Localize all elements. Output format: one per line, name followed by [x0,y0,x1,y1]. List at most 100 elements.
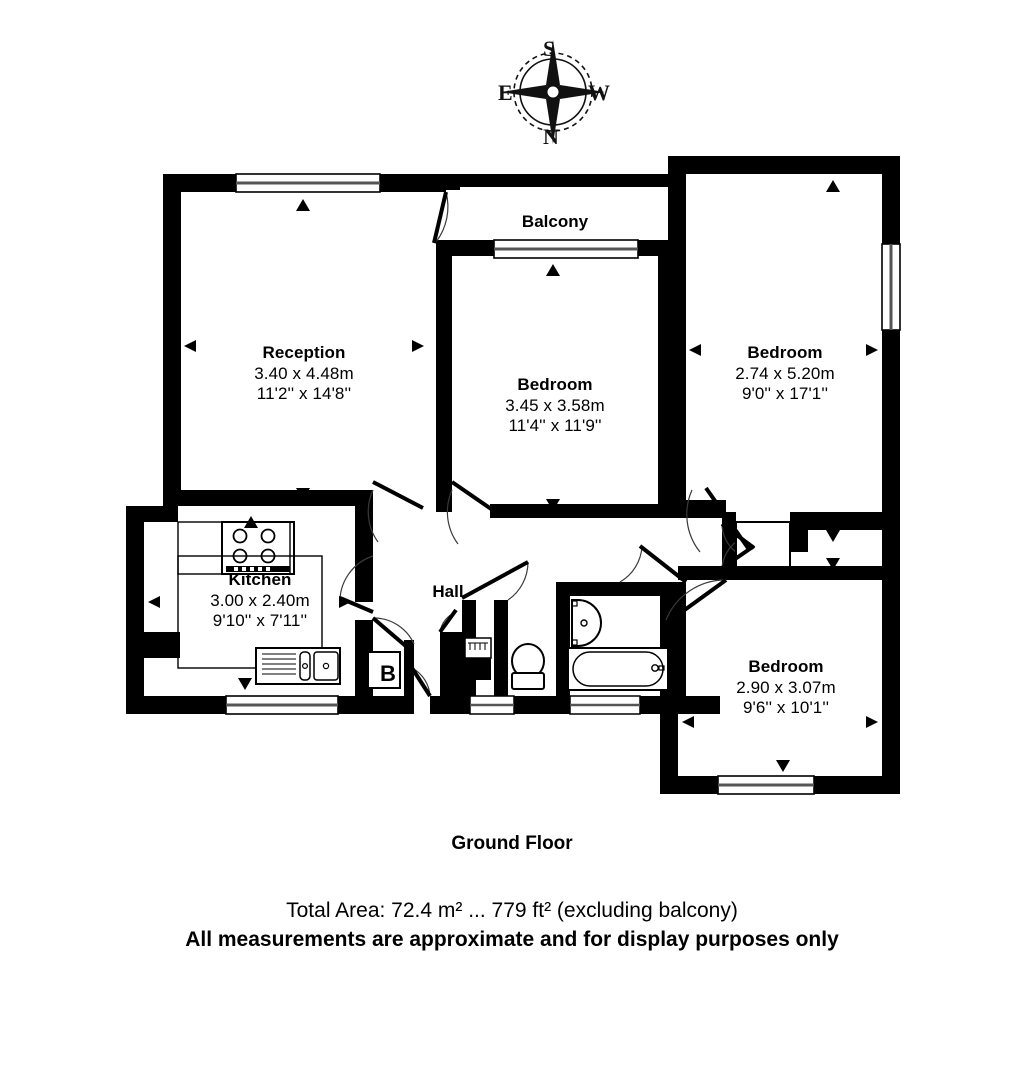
fixtures-group [177,521,791,691]
dim-arrow-brc-top [546,264,560,276]
wall-br3-right [882,530,900,794]
door-leaf-reception-hall [372,480,424,510]
wall-br3-bottom-left2 [660,776,722,794]
door-leaf-wc [461,560,529,600]
room-dim-metric-bedroom-top-right: 2.74 x 5.20m [735,363,835,383]
room-dim-imperial-bedroom-top-right: 9'0'' x 17'1'' [741,384,829,404]
room-label-kitchen: Kitchen 3.00 x 2.40m 9'10'' x 7'11'' [160,570,360,632]
wall-brc-left [436,240,452,512]
window-wc-bottom [469,695,515,715]
boiler-label: B [380,661,396,686]
wall-kitchen-topnub [126,506,178,522]
wall-br3-left-lower [660,696,678,792]
room-label-bedroom-center: Bedroom 3.45 x 3.58m 11'4'' x 11'9'' [455,375,655,437]
door-leaf-entry [371,616,410,650]
window-bedroom-bottomright-bottom [717,775,815,795]
room-dim-metric-kitchen: 3.00 x 2.40m [210,590,310,610]
door-arc-bathroom [619,545,643,583]
bathtub-icon [567,647,669,691]
wall-bath-left [556,582,570,696]
dim-arrow-kitchen-left [148,596,160,608]
dim-arrow-br3-left [682,716,694,728]
window-bedroom-center-top [493,239,639,259]
dim-arrow-brc-right [660,376,672,388]
dim-arrow-reception-left [184,340,196,352]
compass-label-top: S [543,36,556,61]
door-leaf-bathroom [638,544,688,584]
wall-br1-bottom-left [668,500,726,518]
cooker-hob-icon [221,521,295,575]
compass-label-bottom: N [543,124,559,149]
kitchen-counter-top [177,521,291,575]
dimension-arrows-group [148,180,878,772]
wall-reception-top-left [163,174,238,192]
floor-title: Ground Floor [451,833,573,854]
toilet-icon [511,643,545,690]
door-leaf-hall-front [410,666,432,698]
door-leaf-cupboard-upper [720,522,756,550]
room-name-bedroom-top-right: Bedroom [747,343,823,362]
door-arc-bedroom-bottomright [665,579,727,621]
wall-kitchen-right-upper [355,506,373,602]
wall-br1-top [668,156,900,174]
window-kitchen-bottom [225,695,339,715]
room-dim-metric-bedroom-bottom-right: 2.90 x 3.07m [736,677,836,697]
compass-hub [545,84,561,100]
door-arc-reception-hall [367,489,379,543]
wall-reception-bottom [163,490,373,506]
wall-hall-divider [404,640,414,714]
dim-arrow-br1-bottom2 [826,558,840,570]
window-reception-top [235,173,381,193]
dim-arrow-reception-right [412,340,424,352]
door-arc-bedroom-topright [686,489,701,553]
dim-arrow-br1-top [826,180,840,192]
washbasin-icon [571,598,602,648]
door-leaf-consumer-unit [438,608,458,634]
wall-br3-top-left [678,566,726,580]
door-leaf-reception-top [432,191,448,244]
window-bathroom-bottom [569,695,641,715]
windows-group [225,173,901,795]
room-dim-imperial-bedroom-center: 11'4'' x 11'9'' [508,416,602,436]
dim-arrow-kitchen-bottom [238,678,252,690]
room-dim-imperial-kitchen: 9'10'' x 7'11'' [212,611,308,631]
dim-arrow-br3-bottom [776,760,790,772]
wall-bath-top [556,582,686,596]
wall-cupboard-right [790,512,808,552]
wall-wc-outer-nub [440,632,466,696]
total-area-text: Total Area: 72.4 m² ... 779 ft² (excludi… [286,899,738,922]
dim-arrow-reception-top [296,199,310,211]
wall-wc-right [494,600,508,696]
door-leaf-bedroom-bottomright [666,578,728,624]
door-arc-bedroom-center [446,489,459,545]
kitchen-sink-icon [255,647,341,685]
room-name-bedroom-center: Bedroom [517,375,593,394]
area-label-balcony: Balcony [521,212,589,231]
compass-star [501,40,605,144]
room-label-bedroom-bottom-right: Bedroom 2.90 x 3.07m 9'6'' x 10'1'' [696,657,876,719]
dim-arrow-br1-bottom [826,530,840,542]
room-label-reception: Reception 3.40 x 4.48m 11'2'' x 14'8'' [204,343,404,405]
boiler-box [367,651,401,689]
door-leaf-cupboard-lower [720,544,756,570]
wall-kitchen-left-nub [144,632,180,658]
wall-kitchen-left [126,506,144,714]
wall-brc-bottom [490,504,674,518]
wall-br1-bottom-right [790,512,900,530]
door-arc-wc [507,561,529,601]
compass-label-right: W [588,80,610,105]
kitchen-counter-block [177,555,323,669]
dim-arrow-kitchen-top [244,516,258,528]
wall-balcony-top [446,174,674,187]
wall-reception-top-right [378,174,446,192]
room-name-kitchen: Kitchen [228,570,292,589]
cupboard-outline [735,521,791,571]
wall-brc-top-left [436,240,494,256]
room-name-reception: Reception [262,343,346,362]
room-label-bedroom-top-right: Bedroom 2.74 x 5.20m 9'0'' x 17'1'' [695,343,875,405]
compass-rose-icon [501,40,605,144]
door-arc-reception-top [435,191,449,243]
dim-arrow-brc-left [438,376,450,388]
